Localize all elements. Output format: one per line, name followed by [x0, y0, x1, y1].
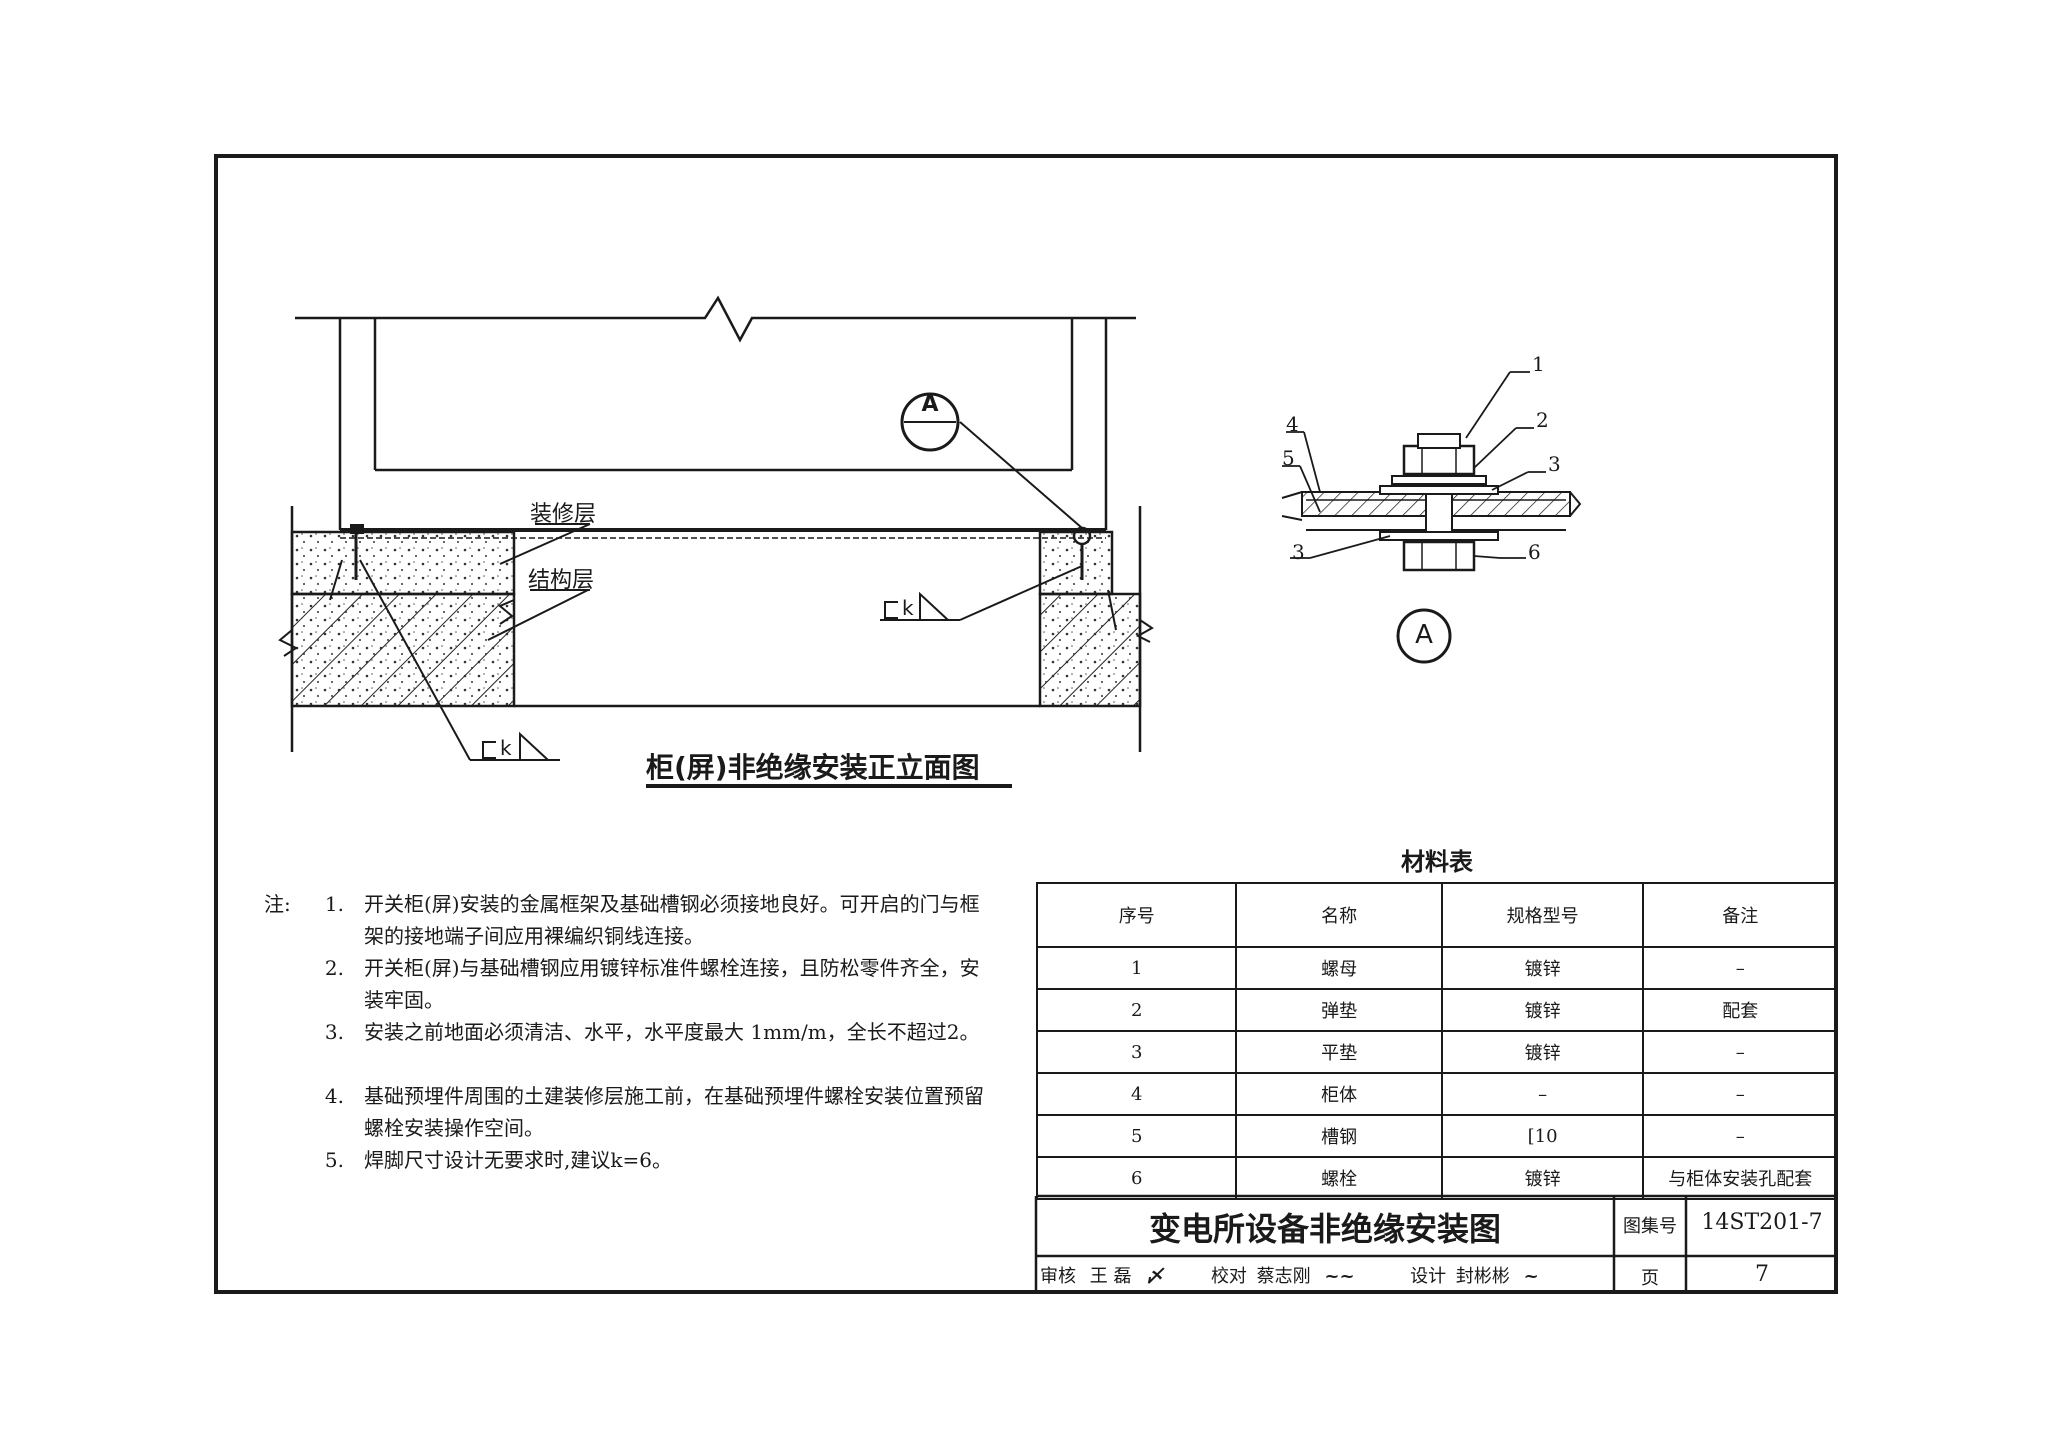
leader-lines [359, 421, 1083, 761]
header-cell: 备注 [1642, 882, 1838, 948]
part-number-5: 5 [1282, 446, 1295, 470]
callout-a-letter: A [921, 392, 939, 417]
table-cell: 镀锌 [1440, 946, 1645, 990]
note-number: 3. [324, 1020, 344, 1044]
note-text: 开关柜(屏)安装的金属框架及基础槽钢必须接地良好。可开启的门与框架的接地端子间应… [364, 892, 980, 948]
check-label: 校对 [1210, 1266, 1247, 1287]
table-cell: 螺母 [1235, 946, 1443, 990]
table-header-row: 序号 名称 规格型号 备注 [1035, 882, 1838, 948]
elevation-view [295, 295, 1136, 539]
table-cell: 3 [1035, 1030, 1238, 1074]
note-number: 2. [324, 956, 344, 980]
left-foundation [278, 506, 516, 752]
atlas-label: 图集号 [1623, 1216, 1677, 1237]
review-name: 王 磊 [1089, 1266, 1132, 1287]
review-signature: 〆 [1145, 1266, 1164, 1287]
table-cell: 柜体 [1235, 1072, 1443, 1116]
note-text: 焊脚尺寸设计无要求时,建议k=6。 [364, 1148, 672, 1172]
design-label: 设计 [1410, 1266, 1447, 1287]
atlas-number: 14ST201-7 [1701, 1210, 1823, 1235]
weld-mark-left: k [500, 736, 512, 760]
table-cell: 与柜体安装孔配套 [1642, 1156, 1838, 1200]
table-row: 4 柜体 – – [1035, 1072, 1838, 1116]
table-cell: 4 [1035, 1072, 1238, 1116]
part-number-1: 1 [1532, 352, 1545, 376]
weld-symbol-left: k [482, 736, 512, 760]
table-cell: 镀锌 [1440, 988, 1645, 1032]
check-signature: ~~ [1324, 1266, 1355, 1287]
elevation-title: 柜(屏)非绝缘安装正立面图 [646, 751, 980, 784]
header-cell: 序号 [1035, 882, 1238, 948]
header-cell: 规格型号 [1440, 882, 1645, 948]
table-cell: [10 [1440, 1114, 1645, 1158]
label-structure-layer: 结构层 [528, 568, 595, 593]
table-row: 3 平垫 镀锌 – [1035, 1030, 1838, 1074]
weld-symbol-right: k [884, 596, 914, 620]
table-cell: 5 [1035, 1114, 1238, 1158]
table-cell: – [1440, 1072, 1645, 1116]
callout-a-circle [900, 392, 960, 452]
note-text: 安装之前地面必须清洁、水平，水平度最大 1mm/m，全长不超过2。 [364, 1020, 980, 1044]
table-cell: 2 [1035, 988, 1238, 1032]
note-number: 4. [324, 1084, 344, 1108]
table-cell: – [1642, 946, 1838, 990]
table-cell: – [1642, 1072, 1838, 1116]
notes-prefix: 注: [264, 892, 291, 916]
material-table: 序号 名称 规格型号 备注 1 螺母 镀锌 – 2 弹垫 镀锌 配套 3 平垫 … [1035, 882, 1838, 1200]
design-name: 封彬彬 [1455, 1266, 1510, 1287]
design-signature: ~ [1523, 1266, 1539, 1287]
table-cell: 螺栓 [1235, 1156, 1443, 1200]
review-label: 审核 [1040, 1266, 1076, 1287]
note-text: 基础预埋件周围的土建装修层施工前，在基础预埋件螺栓安装位置预留螺栓安装操作空间。 [364, 1084, 984, 1140]
table-cell: 槽钢 [1235, 1114, 1443, 1158]
table-cell: 弹垫 [1235, 988, 1443, 1032]
signature-row: 审核 王 磊 〆 校对 蔡志刚 ~~ 设计 封彬彬 ~ [1040, 1264, 1584, 1290]
part-number-4: 4 [1286, 412, 1299, 436]
page-number: 7 [1755, 1262, 1769, 1287]
note-number: 5. [324, 1148, 344, 1172]
table-row: 2 弹垫 镀锌 配套 [1035, 988, 1838, 1032]
table-row: 5 槽钢 [10 – [1035, 1114, 1838, 1158]
detail-title-letter: A [1415, 620, 1433, 650]
table-cell: – [1642, 1030, 1838, 1074]
table-cell: 1 [1035, 946, 1238, 990]
table-row: 6 螺栓 镀锌 与柜体安装孔配套 [1035, 1156, 1838, 1200]
check-name: 蔡志刚 [1256, 1266, 1311, 1287]
part-number-2: 2 [1536, 408, 1549, 432]
table-cell: 镀锌 [1440, 1156, 1645, 1200]
table-cell: – [1642, 1114, 1838, 1158]
label-finish-layer: 装修层 [530, 502, 597, 527]
right-foundation [1038, 526, 1154, 708]
table-cell: 6 [1035, 1156, 1238, 1200]
header-cell: 名称 [1235, 882, 1443, 948]
detail-a [1281, 371, 1582, 664]
note-text: 开关柜(屏)与基础槽钢应用镀锌标准件螺栓连接，且防松零件齐全，安装牢固。 [364, 956, 980, 1012]
part-number-3-top: 3 [1548, 452, 1561, 476]
material-table-title: 材料表 [1401, 848, 1473, 876]
table-cell: 镀锌 [1440, 1030, 1645, 1074]
note-number: 1. [324, 892, 344, 916]
table-row: 1 螺母 镀锌 – [1035, 946, 1838, 990]
table-cell: 配套 [1642, 988, 1838, 1032]
drawing-frame [214, 154, 1838, 1294]
part-number-3-bottom: 3 [1292, 540, 1305, 564]
page-label: 页 [1641, 1268, 1659, 1289]
table-cell: 平垫 [1235, 1030, 1443, 1074]
weld-mark-right: k [902, 596, 914, 620]
part-number-6: 6 [1528, 540, 1541, 564]
drawing-title: 变电所设备非绝缘安装图 [1148, 1210, 1501, 1248]
